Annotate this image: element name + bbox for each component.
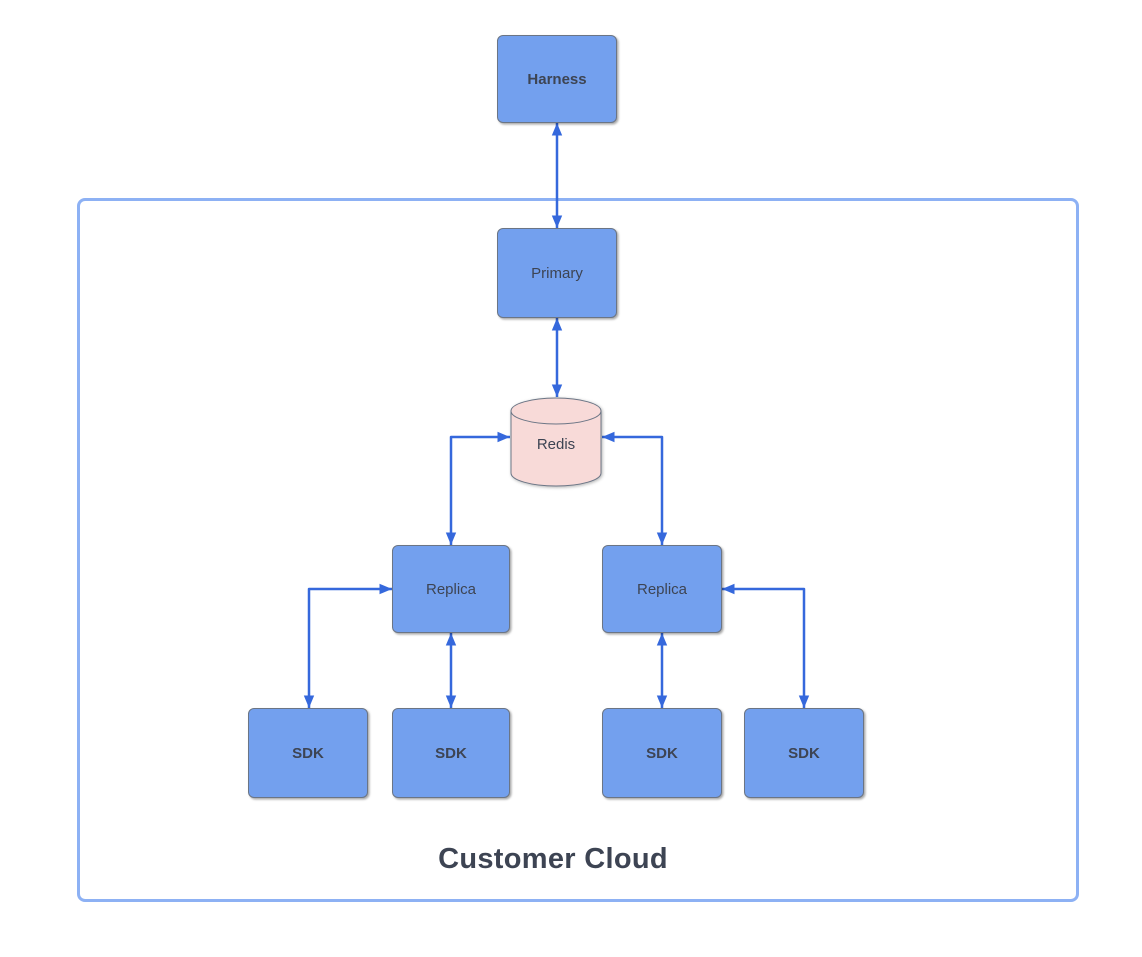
node-primary: Primary [497,228,617,318]
node-sdk-3-label: SDK [646,744,678,762]
node-harness-label: Harness [527,70,587,88]
database-cylinder-icon [510,397,602,487]
customer-cloud-label: Customer Cloud [438,843,668,875]
node-sdk-4: SDK [744,708,864,798]
node-replica-left: Replica [392,545,510,633]
node-sdk-3: SDK [602,708,722,798]
node-replica-left-label: Replica [425,580,477,598]
node-replica-right-label: Replica [636,580,688,598]
node-redis: Redis [510,397,602,487]
node-sdk-1: SDK [248,708,368,798]
node-replica-right: Replica [602,545,722,633]
node-sdk-4-label: SDK [788,744,820,762]
connector-redis-replica-right [602,431,668,545]
node-sdk-1-label: SDK [292,744,324,762]
connector-redis-replica-left [445,431,510,545]
node-sdk-2: SDK [392,708,510,798]
node-harness: Harness [497,35,617,123]
connector-replica-left-sdk1 [303,583,392,708]
connector-replica-right-sdk4 [722,583,810,708]
node-primary-label: Primary [531,264,583,282]
node-sdk-2-label: SDK [435,744,467,762]
